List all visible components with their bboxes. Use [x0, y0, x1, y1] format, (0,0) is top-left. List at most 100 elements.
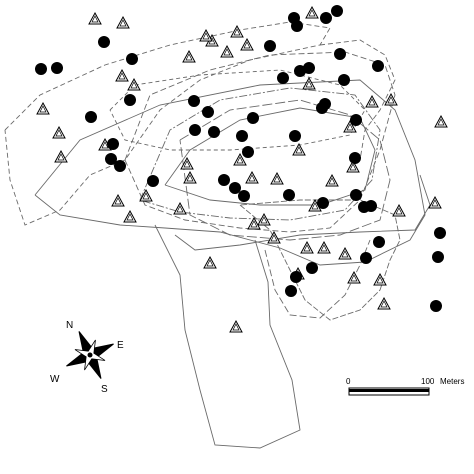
open-triangle-inner: [202, 32, 210, 40]
filled-circle-marker: [242, 146, 254, 158]
filled-circle-marker: [236, 130, 248, 142]
filled-circle-marker: [289, 130, 301, 142]
open-triangle-inner: [183, 160, 191, 168]
filled-circle-marker: [360, 252, 372, 264]
filled-circle-marker: [349, 152, 361, 164]
filled-circle-marker: [247, 112, 259, 124]
filled-circle-marker: [320, 12, 332, 24]
filled-circle-marker: [105, 153, 117, 165]
open-triangle-inner: [119, 19, 127, 27]
polygon-outline: [34, 79, 426, 266]
filled-circle-marker: [189, 124, 201, 136]
open-triangle-inner: [346, 123, 354, 131]
open-triangle-inner: [376, 276, 384, 284]
polygon-outline: [154, 224, 301, 449]
polygon-outline: [179, 99, 391, 241]
polygon-outline: [174, 174, 431, 251]
polygon-outline: [139, 87, 381, 221]
open-triangle-inner: [233, 28, 241, 36]
open-triangle-inner: [305, 80, 313, 88]
open-triangle-inner: [328, 177, 336, 185]
open-triangle-inner: [236, 156, 244, 164]
scale-bar: 0 100 Meters: [346, 377, 464, 396]
filled-circle-marker: [277, 72, 289, 84]
filled-circle-marker: [114, 160, 126, 172]
filled-circle-marker: [331, 5, 343, 17]
open-triangle-inner: [368, 98, 376, 106]
filled-circle-marker: [306, 262, 318, 274]
open-triangle-inner: [142, 192, 150, 200]
open-triangle-inner: [341, 250, 349, 258]
open-triangle-inner: [232, 323, 240, 331]
filled-circle-marker: [432, 251, 444, 263]
scale-start-label: 0: [346, 377, 351, 386]
open-triangle-inner: [39, 105, 47, 113]
range-polygons: [4, 21, 431, 449]
polygon-outline: [124, 51, 396, 233]
filled-circle-marker: [208, 126, 220, 138]
open-triangle-inner: [387, 96, 395, 104]
open-triangle-inner: [303, 244, 311, 252]
open-triangle-inner: [270, 234, 278, 242]
scale-end-label: 100: [421, 377, 435, 386]
compass-south-label: S: [101, 384, 108, 395]
scale-unit-label: Meters: [440, 377, 464, 386]
filled-circle-marker: [238, 190, 250, 202]
filled-circle-marker: [317, 197, 329, 209]
open-triangle-inner: [186, 174, 194, 182]
scale-bar-fill: [349, 389, 429, 392]
filled-circle-marker: [202, 106, 214, 118]
open-triangle-inner: [176, 205, 184, 213]
filled-circle-marker: [283, 189, 295, 201]
open-triangle-inner: [130, 81, 138, 89]
filled-circle-marker: [434, 227, 446, 239]
open-triangle-inner: [350, 274, 358, 282]
filled-circle-marker: [372, 60, 384, 72]
polygon-outline: [264, 239, 371, 319]
open-triangle-inner: [223, 48, 231, 56]
open-triangle-inner: [248, 174, 256, 182]
compass-east-label: E: [117, 340, 124, 351]
filled-circle-marker: [126, 53, 138, 65]
open-triangle-inner: [126, 213, 134, 221]
filled-circle-marker: [229, 182, 241, 194]
open-triangle-inner: [380, 300, 388, 308]
open-triangle-inner: [311, 202, 319, 210]
open-triangle-inner: [185, 53, 193, 61]
open-triangle-inner: [320, 244, 328, 252]
open-triangle-inner: [260, 216, 268, 224]
filled-circle-marker: [294, 65, 306, 77]
polygon-outline: [319, 39, 396, 161]
polygon-outline: [4, 21, 331, 226]
filled-circle-marker: [350, 189, 362, 201]
triangle-markers: [36, 5, 448, 333]
filled-circle-marker: [124, 94, 136, 106]
filled-circle-marker: [264, 40, 276, 52]
filled-circle-marker: [334, 48, 346, 60]
filled-circle-marker: [51, 62, 63, 74]
open-triangle-inner: [308, 9, 316, 17]
filled-circle-marker: [85, 111, 97, 123]
open-triangle-inner: [295, 146, 303, 154]
open-triangle-inner: [57, 153, 65, 161]
filled-circle-marker: [35, 63, 47, 75]
circle-markers: [35, 5, 446, 312]
open-triangle-inner: [114, 197, 122, 205]
open-triangle-inner: [206, 259, 214, 267]
polygon-outline: [239, 199, 401, 321]
open-triangle-inner: [349, 163, 357, 171]
filled-circle-marker: [290, 271, 302, 283]
filled-circle-marker: [365, 200, 377, 212]
filled-circle-marker: [285, 285, 297, 297]
open-triangle-inner: [250, 220, 258, 228]
filled-circle-marker: [218, 174, 230, 186]
filled-circle-marker: [430, 300, 442, 312]
filled-circle-marker: [373, 236, 385, 248]
polygon-outline: [164, 107, 376, 206]
filled-circle-marker: [107, 138, 119, 150]
open-triangle-inner: [431, 199, 439, 207]
filled-circle-marker: [338, 74, 350, 86]
compass-north-label: N: [66, 320, 73, 331]
open-triangle-inner: [118, 72, 126, 80]
